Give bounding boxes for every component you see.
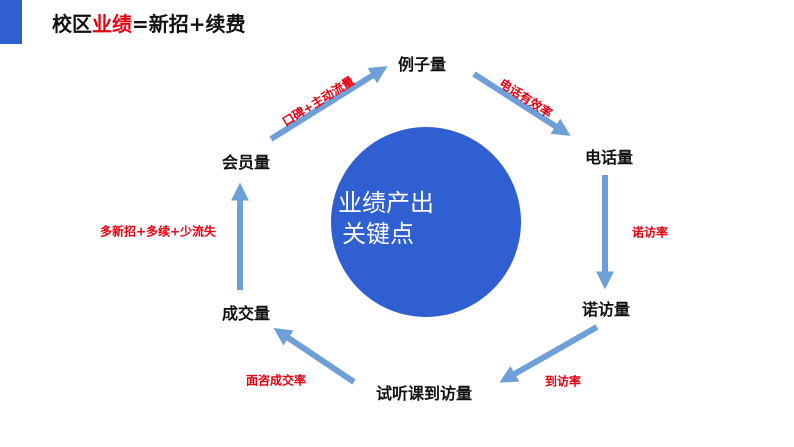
node-calls: 电话量 <box>584 148 634 167</box>
center-label-line-2: 关键点 <box>342 220 414 248</box>
edge-label-calls-to-visits: 诺访率 <box>631 225 669 240</box>
center-label: 业绩产出 关键点 <box>330 188 480 250</box>
edge-label-trial-to-deals: 面咨成交率 <box>245 373 307 388</box>
arrow-trial-to-deals <box>273 327 356 385</box>
center-circle <box>331 127 521 317</box>
node-visits: 诺访量 <box>581 300 631 319</box>
title-highlight: 业绩 <box>92 12 132 36</box>
arrow-visits-to-trial <box>499 324 599 383</box>
node-members: 会员量 <box>221 153 271 172</box>
edge-label-deals-to-members: 多新招+多续+少流失 <box>99 224 217 239</box>
node-deals: 成交量 <box>221 304 271 323</box>
title-accent-bar <box>0 0 22 44</box>
edge-label-visits-to-trial: 到访率 <box>544 374 582 389</box>
node-trial-visits: 试听课到访量 <box>375 384 473 403</box>
page-title: 校区业绩=新招+续费 <box>52 8 246 37</box>
arrow-members-to-leads <box>269 66 388 142</box>
title-part-1: 校区 <box>52 12 92 36</box>
arrow-leads-to-calls <box>472 71 571 136</box>
center-label-line-1: 业绩产出 <box>338 189 434 217</box>
title-part-2: =新招+续费 <box>132 12 246 36</box>
node-leads: 例子量 <box>397 55 447 74</box>
